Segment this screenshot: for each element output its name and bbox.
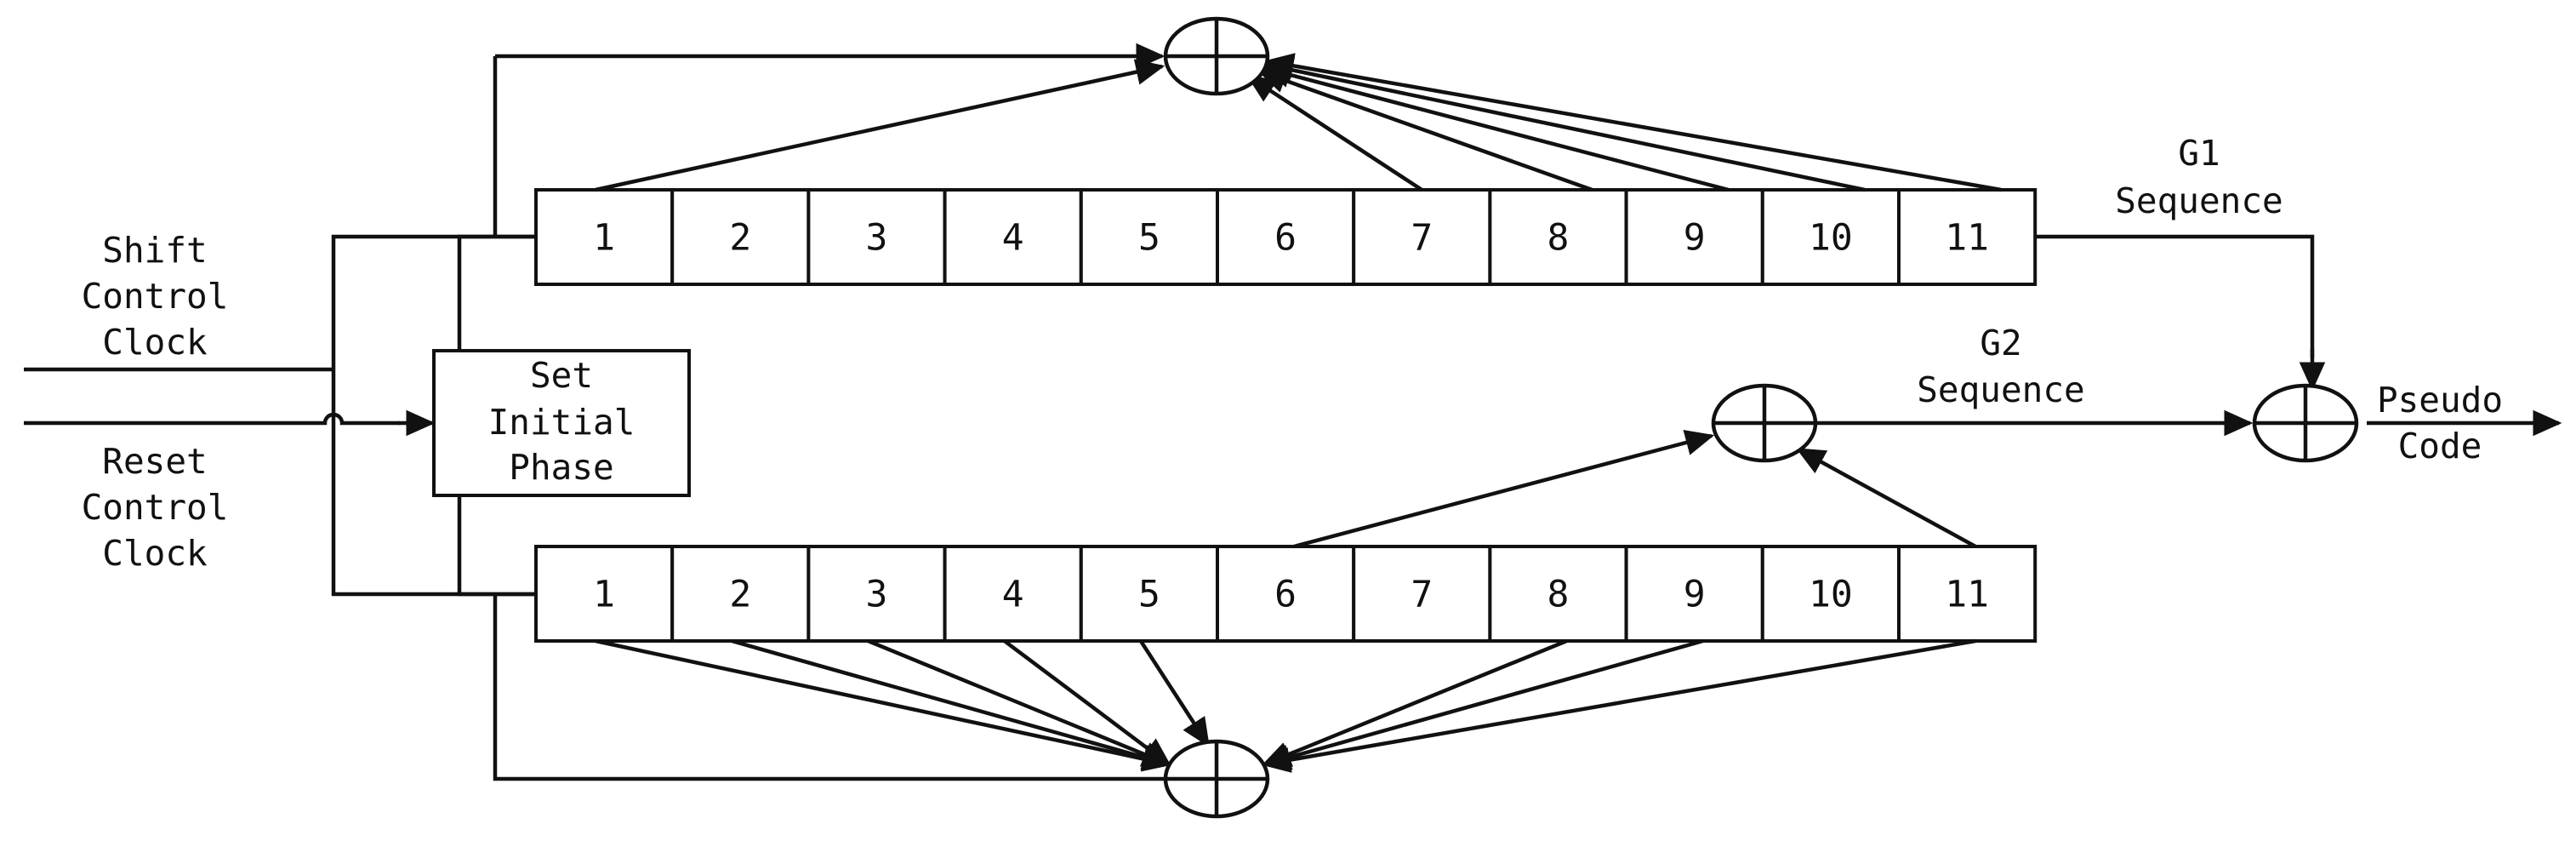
set-initial-phase-frame [432, 349, 691, 497]
g1-cell-7 [1352, 188, 1492, 286]
reset-clock-label-line-3: Clock [102, 533, 208, 574]
g1-cell-label-11: 11 [1945, 217, 1989, 260]
g2-feedback-taps [595, 638, 1976, 773]
g1-xor-adder [1163, 16, 1270, 96]
g2-tap-1-arrow [595, 638, 1172, 772]
final-xor-adder [2252, 383, 2359, 463]
g1-shift-register: 1 2 3 4 5 6 7 8 9 10 11 [534, 188, 2037, 286]
g2-cell-label-11: 11 [1945, 574, 1989, 616]
g2-output-taps [1293, 430, 1977, 549]
g1-cell-label-4: 4 [1002, 217, 1024, 260]
g1-sequence-label-line-1: G1 [2178, 133, 2220, 174]
g1-cell-4 [943, 188, 1083, 286]
g2-cell-label-6: 6 [1274, 574, 1297, 616]
g1-cell-label-6: 6 [1274, 217, 1297, 260]
g2-cell-label-8: 8 [1547, 574, 1570, 616]
pseudo-code-label-line-2: Code [2398, 426, 2482, 466]
g1-feedback-taps [595, 53, 2002, 192]
g1-cell-label-7: 7 [1411, 217, 1433, 260]
shift-clock-label-line-2: Control [82, 276, 229, 317]
g1-cell-label-9: 9 [1684, 217, 1706, 260]
g2-cell-9 [1624, 545, 1764, 643]
pseudo-code-label-line-1: Pseudo [2377, 380, 2503, 420]
g2-cell-1 [534, 545, 675, 643]
g1-cell-label-3: 3 [866, 217, 888, 260]
g2-xor-adder [1163, 739, 1270, 819]
g2-tap-4-arrow [1003, 639, 1171, 767]
g1-cell-10 [1760, 188, 1901, 286]
reset-clock-label-line-1: Reset [102, 441, 207, 482]
reset-clock-label-line-2: Control [82, 487, 229, 528]
g2-cell-label-10: 10 [1809, 574, 1853, 616]
g1-cell-1-to-xor-arrow [595, 59, 1165, 192]
g2-shift-register: 1 2 3 4 5 6 7 8 9 10 11 [534, 545, 2037, 643]
g1-output-line [2035, 234, 2315, 358]
set-phase-line-2: Initial [488, 402, 635, 443]
g1-tap-9-arrow [1261, 61, 1730, 192]
g1-tap-8-arrow [1257, 67, 1593, 192]
reset-clock-input-line [24, 412, 400, 426]
g2-feedback-return-line [493, 594, 1165, 781]
g1-cell-5 [1079, 188, 1220, 286]
g2-tap-5-arrow [1139, 639, 1210, 747]
g2-cell-2 [670, 545, 811, 643]
g1-cell-11 [1897, 188, 2037, 286]
g1-cell-label-2: 2 [729, 217, 751, 260]
g2-tap-8-arrow [1261, 638, 1568, 767]
g2-tap-3-arrow [867, 638, 1172, 767]
g2-output-tap-11-arrow [1796, 448, 1977, 548]
g2-cell-label-5: 5 [1138, 574, 1160, 616]
side-labels: Shift Control Clock Reset Control Clock … [82, 133, 2503, 574]
g2-cell-label-3: 3 [866, 574, 888, 616]
g1-cell-6 [1216, 188, 1356, 286]
g1-cell-1 [534, 188, 675, 286]
g1-tap-7-arrow [1246, 75, 1423, 192]
g1-cell-label-1: 1 [593, 217, 615, 260]
g1-cell-label-8: 8 [1547, 217, 1570, 260]
set-phase-line-1: Set [530, 355, 593, 396]
g2-cell-label-4: 4 [1002, 574, 1024, 616]
shift-clock-label-line-3: Clock [102, 322, 208, 363]
g2-cell-5 [1079, 545, 1220, 643]
g1-tap-11-arrow [1264, 53, 2002, 192]
set-initial-phase-box: Set Initial Phase [432, 349, 691, 497]
shift-clock-bus [331, 234, 536, 597]
g2-sequence-label-line-2: Sequence [1917, 369, 2084, 410]
g1-cell-2 [670, 188, 811, 286]
register-wiring [493, 43, 2562, 781]
g2-cell-6 [1216, 545, 1356, 643]
g2-cell-label-2: 2 [729, 574, 751, 616]
g1-cell-label-5: 5 [1138, 217, 1160, 260]
g2-sequence-label-line-1: G2 [1980, 323, 2021, 363]
g2-output-tap-6-arrow [1293, 430, 1715, 549]
g2-cell-label-9: 9 [1684, 574, 1706, 616]
g1-cell-label-10: 10 [1809, 217, 1853, 260]
g2-tap-9-arrow [1261, 638, 1704, 770]
g1-tap-10-arrow [1263, 57, 1866, 192]
g2-cell-3 [806, 545, 947, 643]
g2-tap-11-arrow [1261, 638, 1976, 773]
shift-clock-label-line-1: Shift [102, 230, 207, 271]
g1-sequence-label-line-2: Sequence [2115, 180, 2282, 221]
g2-cell-label-7: 7 [1411, 574, 1433, 616]
g2-output-xor-adder [1711, 383, 1818, 463]
g2-tap-2-arrow [731, 638, 1172, 770]
set-phase-line-3: Phase [509, 447, 613, 488]
g2-cell-label-1: 1 [593, 574, 615, 616]
g2-cell-10 [1760, 545, 1901, 643]
